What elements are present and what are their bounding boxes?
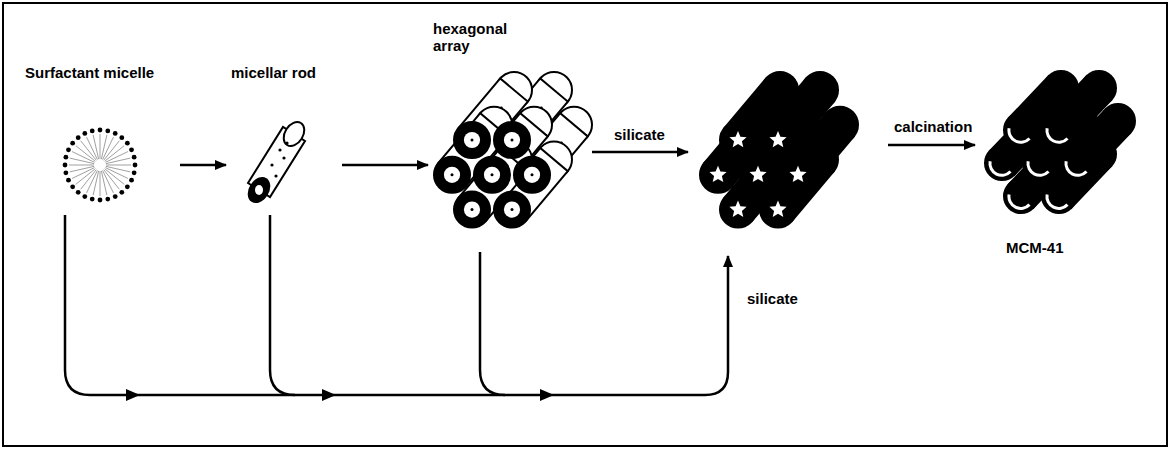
stage-label: micellar rod [231, 64, 316, 81]
calcination-arrow [888, 144, 975, 147]
stage-node: Surfactant micelle [22, 62, 178, 212]
stage-node: MCM-41 [975, 78, 1145, 258]
step-label: calcination [892, 118, 974, 135]
route-arrowhead [540, 389, 554, 401]
stage-label: MCM-41 [1006, 239, 1064, 256]
direct-route-lines [65, 215, 728, 395]
rod-figure [243, 118, 308, 207]
step-label: silicate [745, 290, 800, 307]
route-arrowhead [322, 389, 336, 401]
micelle-figure [63, 128, 138, 203]
silicate-arrow [592, 151, 688, 154]
stage-node: micellar rod [228, 62, 340, 212]
frame [3, 3, 1167, 446]
flow-arrow [180, 164, 226, 167]
stage-label: hexagonal array [433, 20, 513, 55]
stage-label: Surfactant micelle [25, 64, 154, 81]
route-arrowhead [126, 389, 140, 401]
stage-node: hexagonal array [430, 18, 590, 252]
flow-arrow [342, 164, 428, 167]
tube-arrays [434, 71, 1135, 228]
step-label: silicate [612, 126, 667, 143]
